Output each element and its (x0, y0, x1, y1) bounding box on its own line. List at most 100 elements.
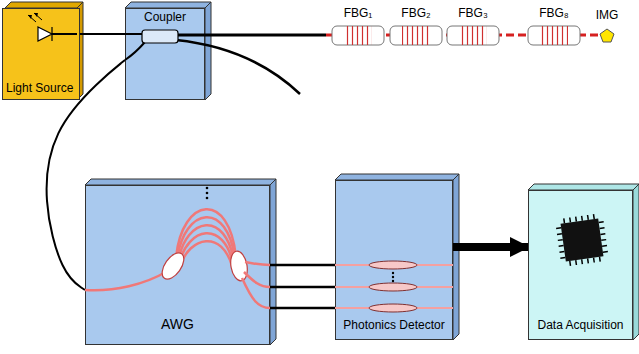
fiber-spare-port (176, 40, 300, 94)
fiber (178, 34, 326, 37)
box-side-face (453, 174, 459, 340)
ellipsis-dot (392, 272, 394, 274)
ellipsis-dot (206, 197, 209, 200)
chip-pin (559, 245, 564, 247)
arrow-connector (453, 243, 528, 251)
ellipsis-dot (206, 192, 209, 195)
box-label: Light Source (6, 82, 73, 96)
awg-box: AWG (85, 185, 270, 345)
emission-arrow (28, 15, 36, 22)
chip-pin (560, 257, 565, 259)
emission-arrowhead (34, 13, 38, 17)
fbg-grating (332, 26, 384, 45)
ellipsis-dot (392, 280, 394, 282)
fbg-array (326, 26, 614, 45)
chip-pin (599, 221, 604, 223)
emitter-symbol (28, 13, 77, 41)
chip-pin (557, 233, 562, 235)
box-side-face (205, 2, 211, 100)
grating-lines (344, 26, 372, 45)
part-label: FBG₈ (539, 6, 569, 20)
part-label: FBG₃ (458, 6, 488, 20)
output-waveguide (245, 262, 270, 265)
img-terminator (600, 29, 614, 42)
arrayed-waveguide (178, 225, 234, 262)
box-label: Coupler (144, 11, 186, 25)
chip-body (561, 219, 604, 262)
emitter-triangle (38, 27, 52, 41)
chip-pin (581, 216, 583, 221)
detector-channel (335, 264, 453, 266)
arrayed-waveguide (179, 233, 233, 264)
chip-pin (559, 251, 564, 253)
box-label: AWG (161, 316, 194, 332)
detector-channel (335, 307, 453, 309)
fiber (125, 42, 145, 60)
star-coupler (158, 249, 188, 283)
output-waveguide (242, 278, 270, 308)
photodiode (369, 283, 417, 291)
grating-lines (540, 26, 568, 45)
arrayed-waveguide (176, 209, 236, 258)
coupler-symbol (125, 30, 326, 94)
coupler-body (142, 30, 178, 43)
fiber (52, 33, 77, 35)
emission-arrowhead (28, 15, 32, 19)
ellipsis-dot (206, 187, 209, 190)
emitter-bar (51, 27, 52, 41)
coupler-box: Coupler (125, 8, 205, 100)
fbg-grating (390, 26, 442, 45)
part-label: IMG (596, 8, 619, 22)
emission-arrow (34, 13, 42, 20)
chip-pin (569, 261, 571, 266)
output-fiber (270, 264, 335, 267)
box-side-face (270, 179, 276, 345)
chip-pin (593, 214, 595, 219)
chip-pin (602, 245, 607, 247)
fiber-connector (80, 33, 125, 35)
part-label: FBG₂ (401, 6, 430, 20)
box-side-face (633, 184, 639, 340)
chip-pin (563, 218, 565, 223)
star-coupler (229, 250, 250, 282)
fbg-grating (528, 26, 580, 45)
box-label: Data Acquisition (537, 319, 623, 333)
chip-pin (600, 227, 605, 229)
fbg-grating (447, 26, 499, 45)
photodetector-array (335, 261, 453, 312)
output-fiber (270, 307, 335, 310)
chip-pin (587, 215, 589, 220)
chip-pin (581, 259, 583, 264)
box-label: Photonics Detector (343, 319, 444, 333)
light-source-box: Light Source (2, 8, 80, 100)
photodiode (369, 304, 417, 312)
detector-box: Photonics Detector (335, 180, 453, 340)
fiber-connector (270, 286, 335, 289)
chip-pin (575, 217, 577, 222)
fiber (125, 33, 143, 35)
chip-pin (575, 260, 577, 265)
chip-icon (555, 213, 609, 267)
grating-lines (402, 26, 430, 45)
box-depth (5, 2, 639, 345)
part-label: FBG₁ (344, 6, 373, 20)
photodiode (369, 261, 417, 269)
chip-pin (587, 258, 589, 263)
chip-pin (593, 258, 595, 263)
detector-channel (335, 286, 453, 288)
input-waveguide (85, 272, 166, 290)
chip-pin (601, 239, 606, 241)
sensing-fiber (326, 34, 600, 37)
chip-pin (603, 251, 608, 253)
chip-pin (556, 227, 561, 229)
chip-pin (558, 239, 563, 241)
ellipsis-dot (392, 276, 394, 278)
chip-pin (569, 217, 571, 222)
awg-waveguides (85, 187, 270, 308)
arrayed-waveguide (177, 217, 235, 260)
output-waveguide (244, 272, 270, 287)
arrayed-waveguide (180, 241, 232, 266)
chip-pin (600, 233, 605, 235)
